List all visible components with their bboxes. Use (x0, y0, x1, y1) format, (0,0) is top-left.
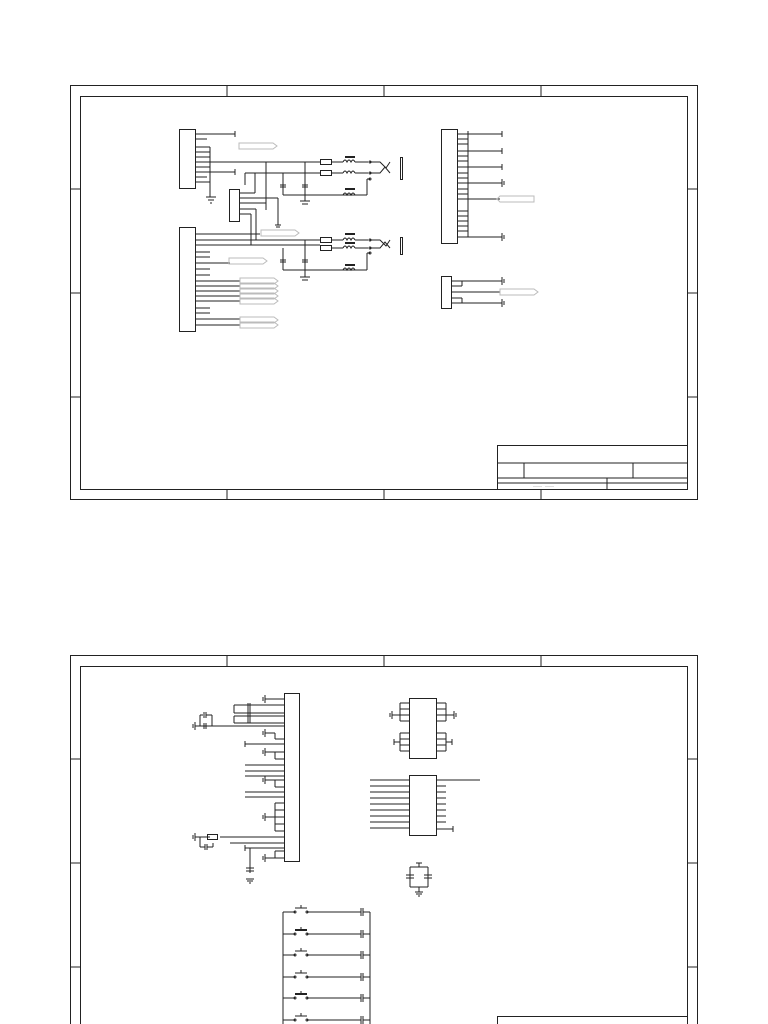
push-button-5 (283, 991, 370, 1002)
net-labels-group (228, 229, 300, 329)
connector-j1 (179, 129, 320, 204)
crystal-oscillator (406, 862, 432, 897)
audio-jack-circuit-1 (195, 156, 403, 210)
push-button-1 (283, 905, 370, 916)
crystal-caps (192, 712, 218, 850)
push-button-3 (283, 948, 370, 959)
connector-j3 (179, 227, 320, 332)
outer-border (70, 655, 698, 1024)
title-block (497, 1016, 688, 1024)
push-button-array (282, 905, 371, 1024)
push-button-2 (283, 927, 370, 938)
audio-jack-circuit-2 (280, 233, 403, 281)
title-block: ——— ——— (497, 445, 688, 490)
connector-j5 (441, 276, 505, 309)
net-label (499, 288, 539, 296)
schematic-sheet-2 (70, 655, 698, 1024)
inner-border (80, 666, 688, 1024)
net-label (238, 142, 278, 150)
title-block-caption: ——— ——— (533, 484, 555, 490)
ic-u3 (370, 775, 480, 836)
zone-ticks (70, 655, 698, 968)
ic-u2 (389, 698, 457, 759)
push-button-4 (283, 970, 370, 981)
net-label (496, 195, 535, 203)
zone-ticks (70, 85, 698, 500)
main-ic-u1 (195, 693, 300, 884)
inner-border (80, 96, 688, 490)
schematic-sheet-1: ——— ——— (70, 85, 698, 501)
connector-j4 (441, 129, 505, 244)
push-button-6 (283, 1013, 370, 1024)
outer-border (70, 85, 698, 500)
